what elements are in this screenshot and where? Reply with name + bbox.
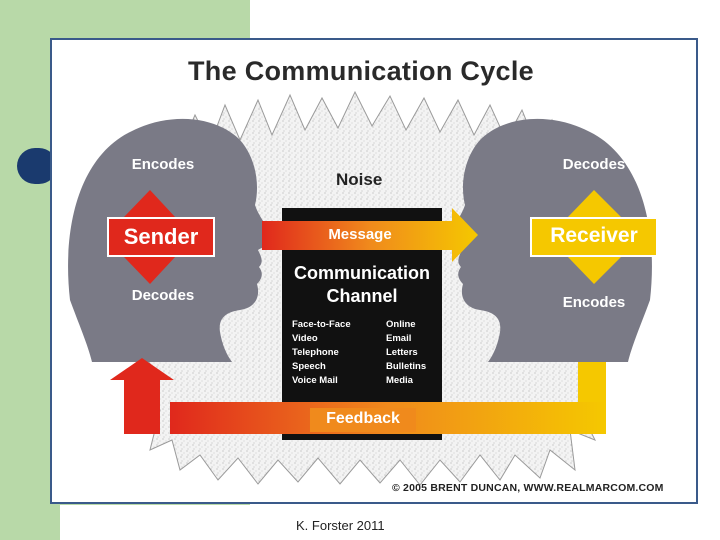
receiver-decodes-label: Decodes — [562, 156, 626, 173]
channel-item: Video — [292, 333, 318, 344]
channel-list-right: Online Email Letters Bulletins Media — [386, 318, 426, 388]
sender-decodes-label: Decodes — [131, 287, 195, 304]
message-arrow — [262, 208, 478, 262]
sender-label: Sender — [123, 224, 199, 249]
copyright-text: © 2005 BRENT DUNCAN, WWW.REALMARCOM.COM — [392, 482, 664, 494]
sender-decode-arrow — [123, 256, 176, 284]
receiver-label: Receiver — [550, 224, 638, 247]
slide-title: The Communication Cycle — [188, 56, 534, 86]
channel-item: Bulletins — [386, 361, 427, 372]
slide-footer: K. Forster 2011 — [296, 518, 385, 533]
channel-item: Telephone — [292, 347, 339, 358]
channel-item: Email — [386, 333, 412, 344]
channel-item: Face-to-Face — [292, 319, 351, 330]
channel-item: Voice Mail — [292, 375, 338, 386]
slide-bottom-strip — [60, 505, 720, 540]
receiver-encode-arrow — [567, 256, 622, 284]
sender-encode-arrow — [123, 190, 176, 218]
feedback-label-box — [310, 408, 416, 432]
receiver-decode-arrow — [567, 190, 622, 218]
message-label: Message — [328, 226, 392, 243]
feedback-left-riser — [110, 358, 174, 434]
channel-item: Online — [386, 319, 416, 330]
feedback-label: Feedback — [326, 410, 400, 427]
channel-list-left: Face-to-Face Video Telephone Speech Voic… — [292, 318, 351, 388]
receiver-encodes-label: Encodes — [562, 294, 626, 311]
receiver-box — [530, 217, 658, 257]
channel-item: Letters — [386, 347, 418, 358]
sender-box — [107, 217, 215, 257]
noise-label: Noise — [336, 170, 383, 189]
channel-title: Communication Channel — [293, 263, 430, 306]
channel-item: Speech — [292, 361, 326, 372]
sender-encodes-label: Encodes — [131, 156, 195, 173]
channel-item: Media — [386, 375, 413, 386]
